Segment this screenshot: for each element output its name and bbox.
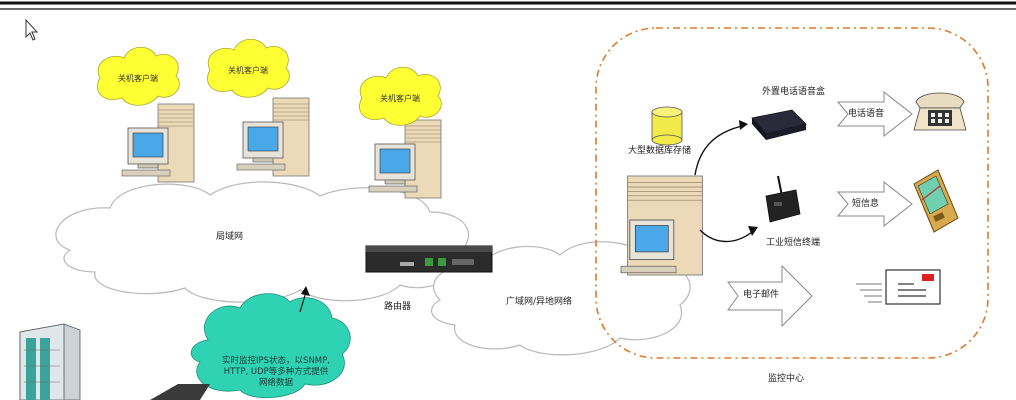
phone-icon bbox=[913, 169, 959, 233]
client-label: 关机客户端 bbox=[118, 74, 158, 83]
router-label: 路由器 bbox=[384, 302, 412, 312]
voice-box-label: 外置电话语音盒 bbox=[762, 87, 826, 97]
client-cloud bbox=[97, 46, 180, 106]
client-label: 关机客户端 bbox=[380, 94, 420, 103]
sms-label: 短信息 bbox=[852, 199, 880, 209]
realtime-cloud bbox=[190, 293, 351, 399]
database-label: 大型数据库存储 bbox=[628, 146, 692, 156]
sms-terminal-label: 工业短信终端 bbox=[766, 238, 821, 248]
lan-label: 局域网 bbox=[216, 232, 244, 242]
modem-icon bbox=[765, 175, 801, 223]
client-cloud bbox=[207, 38, 290, 98]
monitor-center-label: 监控中心 bbox=[768, 374, 805, 384]
client-cloud bbox=[359, 66, 442, 126]
lan-cloud bbox=[55, 181, 470, 303]
computer-icon bbox=[368, 119, 442, 199]
computer-icon bbox=[620, 175, 703, 276]
realtime-label: 实时监控IPS状态，以SNMP, HTTP, UDP等多种方式提供网络数据 bbox=[222, 356, 330, 388]
modem-icon bbox=[751, 109, 807, 140]
voice-arrow bbox=[836, 90, 913, 138]
server-rack-icon bbox=[19, 323, 81, 400]
sms-arrow bbox=[836, 180, 913, 228]
monitor-center-frame bbox=[595, 27, 989, 359]
database-icon bbox=[651, 106, 683, 146]
cursor-icon bbox=[25, 18, 39, 41]
computer-icon bbox=[121, 103, 195, 183]
computer-icon bbox=[236, 97, 310, 177]
wan-label: 广域网/异地网络 bbox=[506, 297, 573, 307]
router-icon bbox=[365, 245, 493, 273]
email-arrow bbox=[727, 264, 813, 328]
voice-label: 电话语音 bbox=[848, 109, 885, 119]
email-label: 电子邮件 bbox=[743, 290, 780, 300]
client-label: 关机客户端 bbox=[228, 66, 268, 75]
mail-icon bbox=[856, 269, 941, 305]
telephone-icon bbox=[913, 92, 967, 131]
